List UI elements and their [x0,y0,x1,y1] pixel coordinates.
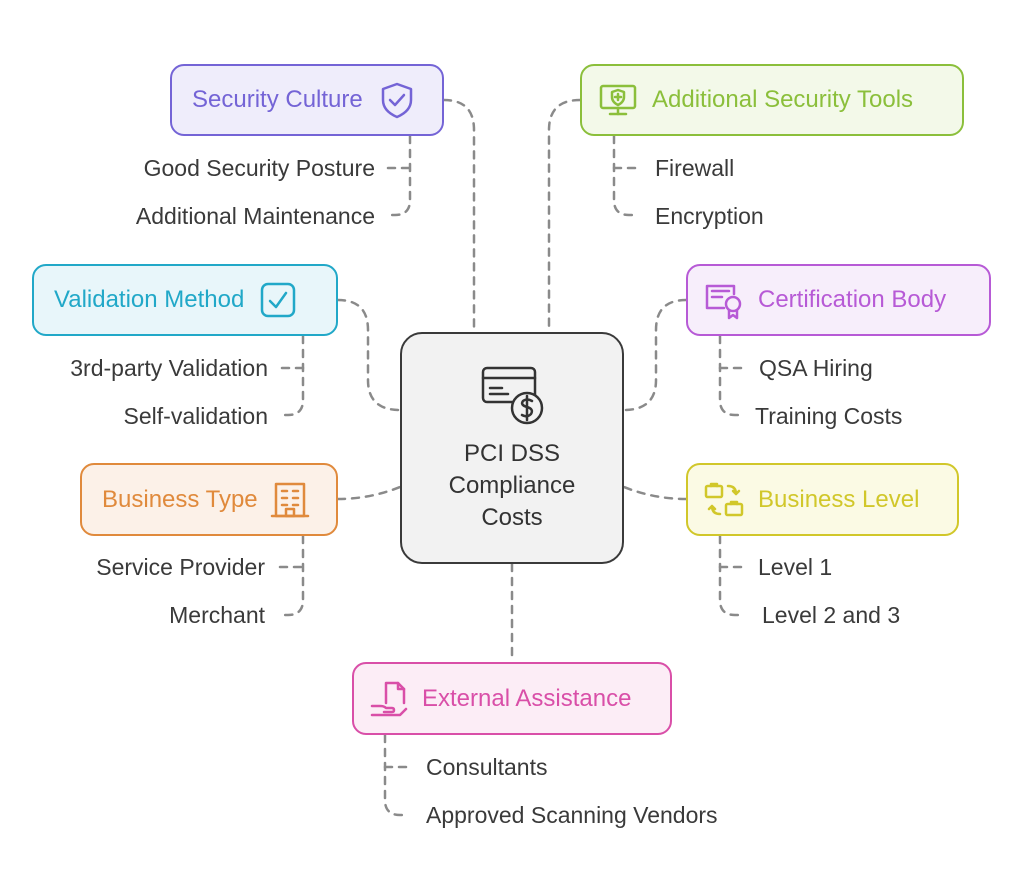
center-node: PCI DSS Compliance Costs [400,332,624,564]
leaf-firewall: Firewall [655,155,735,181]
leaf-training-costs: Training Costs [755,403,903,429]
leaf-consultants: Consultants [426,754,548,780]
leaf-3rd-party-validation: 3rd-party Validation [70,355,268,381]
leaf-additional-maintenance: Additional Maintenance [135,203,375,229]
hand-document-icon [370,681,408,716]
category-validation-method: Validation Method [32,264,338,336]
category-security-culture: Security Culture [170,64,444,136]
checkbox-icon [261,282,296,318]
monitor-shield-icon [599,84,637,116]
credit-card-dollar-icon [481,366,544,425]
certificate-icon [705,284,742,320]
building-icon [270,482,309,517]
center-title: PCI DSS Compliance Costs [448,440,576,531]
leaf-good-security-posture: Good Security Posture [143,155,375,181]
category-business-level: Business Level [686,463,959,536]
shield-check-icon [381,82,412,119]
category-label: Certification Body [758,286,947,313]
category-label: Security Culture [192,86,363,113]
leaf-service-provider: Service Provider [96,554,265,580]
category-additional-security-tools: Additional Security Tools [580,64,964,136]
leaf-self-validation: Self-validation [123,403,268,429]
category-label: Additional Security Tools [652,86,914,113]
category-label: Business Level [758,485,920,513]
leaf-approved-scanning-vendors: Approved Scanning Vendors [426,802,718,828]
category-label: External Assistance [422,684,632,712]
category-label: Business Type [102,485,258,513]
category-certification-body: Certification Body [686,264,991,336]
leaf-qsa-hiring: QSA Hiring [759,355,873,381]
leaf-level-2-and-3: Level 2 and 3 [762,602,901,628]
briefcase-exchange-icon [704,482,744,516]
leaf-level-1: Level 1 [758,554,833,580]
category-external-assistance: External Assistance [352,662,672,735]
category-label: Validation Method [54,286,245,313]
category-business-type: Business Type [80,463,338,536]
leaf-encryption: Encryption [655,203,764,229]
leaf-merchant: Merchant [169,602,265,628]
